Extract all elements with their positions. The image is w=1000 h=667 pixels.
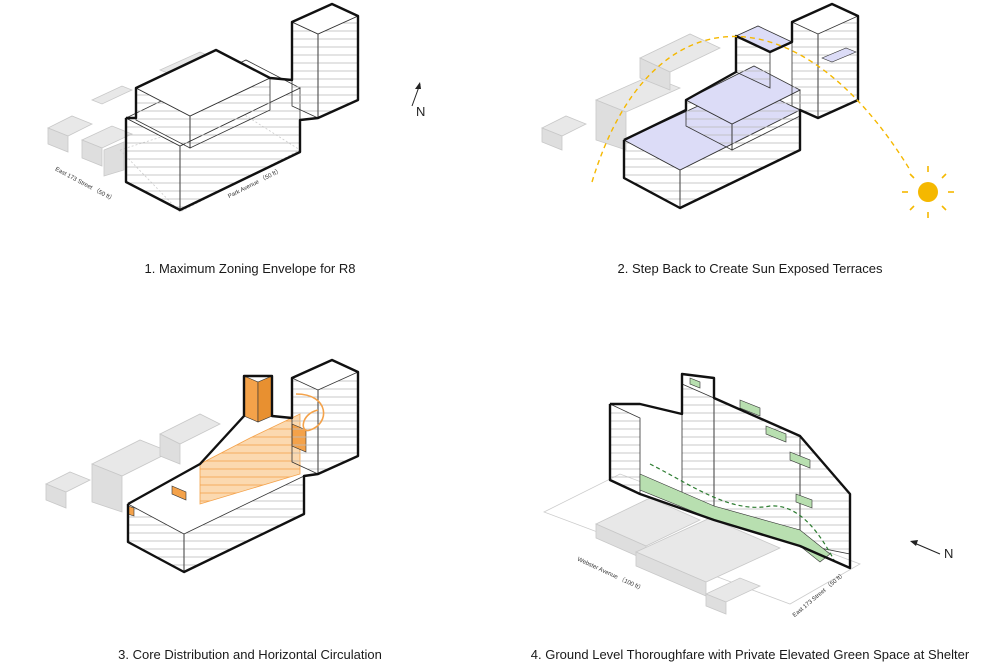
- caption-4: 4. Ground Level Thoroughfare with Privat…: [530, 647, 970, 662]
- context-buildings: [595, 497, 781, 615]
- core-block-4: [171, 485, 187, 501]
- terrace-4: [821, 47, 857, 63]
- core-circulation-drawing: [45, 358, 360, 574]
- green-roof-5: [689, 377, 701, 389]
- terrace-stepback-drawing: [541, 2, 954, 218]
- diagram-panel-1: East 173 Street （50 ft） Park Avenue （50 …: [0, 0, 500, 333]
- building-massing: [608, 372, 852, 570]
- sun-path-arc: [591, 35, 911, 183]
- context-buildings: [45, 413, 221, 513]
- context-buildings: [541, 33, 721, 151]
- building-massing: [126, 358, 360, 574]
- north-label: N: [416, 104, 426, 119]
- caption-2: 2. Step Back to Create Sun Exposed Terra…: [617, 261, 883, 276]
- diagram-panel-3: 3. Core Distribution and Horizontal Circ…: [0, 334, 500, 667]
- core-block-1: [243, 375, 259, 423]
- caption-1: 1. Maximum Zoning Envelope for R8: [144, 261, 356, 276]
- green-roof-1: [739, 399, 761, 417]
- building-massing: [124, 2, 360, 212]
- caption-3: 3. Core Distribution and Horizontal Circ…: [118, 647, 382, 662]
- zoning-envelope-drawing: [47, 2, 421, 213]
- north-arrow-icon: [411, 82, 421, 107]
- diagram-panel-2: 2. Step Back to Create Sun Exposed Terra…: [500, 0, 1000, 333]
- north-arrow-icon: [910, 540, 941, 555]
- green-roof-2: [765, 425, 787, 443]
- north-label: N: [944, 546, 954, 561]
- green-path-dashed: [649, 463, 835, 561]
- green-space-drawing: [542, 372, 941, 615]
- core-block-2: [257, 375, 273, 423]
- diagram-panel-4: Webster Avenue （100 ft） East 173 Street …: [500, 334, 1000, 667]
- building-massing: [622, 2, 860, 210]
- spiral-stair: [295, 393, 325, 432]
- green-roof-3: [789, 451, 811, 469]
- sun-icon: [902, 166, 954, 218]
- green-roof-4: [795, 493, 813, 509]
